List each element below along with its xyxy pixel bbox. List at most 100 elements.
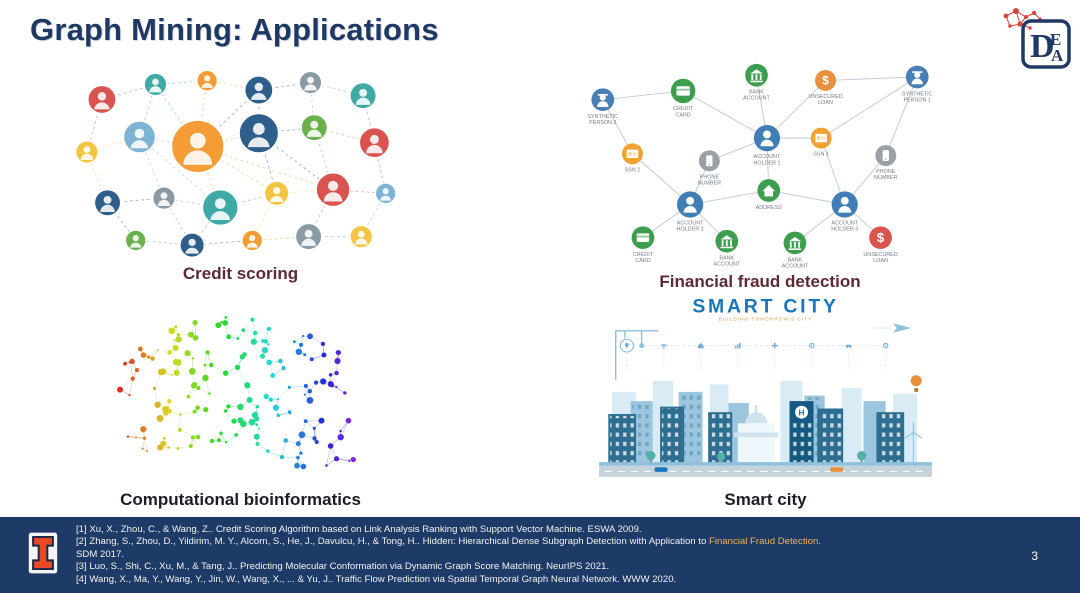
fraud-node-label: HOLDER 1 — [753, 160, 780, 166]
fraud-node-label: PERSON 2 — [589, 120, 616, 126]
logo-letter-d: D — [1030, 28, 1055, 65]
logo-molecule-dots — [1003, 8, 1042, 30]
svg-text:$: $ — [877, 230, 885, 245]
fraud-node-ssn-icon — [810, 127, 832, 149]
page-title: Graph Mining: Applications — [30, 12, 439, 47]
fraud-node-dollar-icon: $ — [815, 69, 836, 91]
fraud-node-spy-icon — [591, 88, 615, 112]
fraud-node-label: SSN 1 — [813, 152, 829, 158]
person-avatar — [244, 75, 274, 105]
block-i-icon — [32, 535, 54, 571]
uiuc-logo — [28, 532, 58, 574]
fraud-node-label: PERSON 1 — [904, 97, 931, 103]
fraud-node-person-icon — [753, 125, 781, 152]
fraud-node-person-icon — [831, 191, 858, 218]
fraud-node-label: UNSECURED — [808, 94, 842, 100]
hospital-letter: H — [799, 407, 805, 417]
fraud-node-label: ACCOUNT — [782, 263, 809, 269]
logo-frame — [1021, 19, 1071, 69]
fraud-node-label: CARD — [635, 258, 650, 264]
reference-text: Financial Fraud Detection. — [708, 536, 821, 548]
fraud-node-label: CREDIT — [673, 106, 694, 112]
smart-city-subtitle: BUILDING TOMORROW'S CITY — [719, 317, 813, 322]
road — [599, 465, 932, 477]
person-avatar — [196, 69, 219, 92]
person-avatar — [241, 229, 264, 252]
plane-icon — [874, 323, 912, 333]
fraud-node-label: SYNTHETIC — [587, 114, 618, 120]
logo-molecule-icon — [1005, 10, 1041, 29]
fraud-node-phone-icon — [698, 150, 720, 172]
smart-city-graphic: SMART CITY BUILDING TOMORROW'S CITY — [599, 295, 932, 477]
person-avatar — [358, 126, 391, 159]
car-orange — [830, 467, 844, 472]
car-icon — [845, 344, 852, 349]
person-avatar — [300, 113, 329, 142]
person-avatar — [179, 232, 206, 259]
smart-city-title: SMART CITY — [692, 295, 838, 317]
fraud-node-label: BANK — [719, 256, 734, 262]
fraud-node-label: UNSECURED — [863, 252, 897, 258]
reference-text: [1] Xu, X., Zhou, C., & Wang, Z.. Credit… — [76, 524, 642, 535]
reference-item: [1] Xu, X., Zhou, C., & Wang, Z.. Credit… — [76, 524, 956, 536]
person-avatar — [315, 172, 351, 208]
crane-icon — [615, 330, 659, 380]
fraud-node-bank-icon — [715, 229, 739, 253]
person-avatar — [238, 112, 280, 154]
person-avatar — [151, 186, 176, 211]
credit-scoring-figure: Credit scoring — [38, 60, 443, 284]
fraud-node-bank-icon — [745, 63, 768, 87]
credit-scoring-caption: Credit scoring — [182, 264, 299, 283]
person-avatar — [263, 180, 290, 207]
logo-letter-a: A — [1051, 46, 1064, 65]
energy-icon — [808, 342, 815, 349]
fraud-node-label: SYNTHETIC — [902, 91, 933, 97]
reference-item: [3] Luo, S., Shi, C., Xu, M., & Tang, J.… — [76, 561, 956, 573]
logo-letter-e: E — [1050, 30, 1061, 49]
fraud-node-label: ACCOUNT — [713, 262, 740, 268]
smart-city-figure: SMART CITY BUILDING TOMORROW'S CITY — [578, 292, 953, 510]
person-avatar — [298, 70, 323, 95]
fraud-node-bank-icon — [783, 231, 807, 255]
reference-text: SDM 2017. — [76, 548, 124, 560]
home-icon — [698, 342, 704, 349]
fraud-node-phone-icon — [875, 145, 897, 167]
wind-turbine-icon — [904, 422, 923, 463]
fraud-node-label: PHONE — [876, 169, 896, 175]
smart-city-caption: Smart city — [724, 490, 807, 509]
references-footer: [1] Xu, X., Zhou, C., & Wang, Z.. Credit… — [0, 517, 1080, 593]
person-avatar — [201, 188, 239, 227]
fraud-node-label: HOLDER 2 — [677, 227, 704, 233]
reference-text: [2] Zhang, S., Zhou, D., Yildirim, M. Y.… — [76, 536, 709, 548]
person-avatar — [143, 72, 168, 97]
wifi-icon — [660, 343, 667, 350]
reference-text: [3] Luo, S., Shi, C., Xu, M., & Tang, J.… — [76, 561, 610, 573]
skyline-front-windows — [610, 408, 903, 463]
bioinformatics-figure: Computational bioinformatics — [58, 294, 423, 510]
fraud-detection-caption: Financial fraud detection — [659, 272, 861, 291]
fraud-node-label: CARD — [675, 112, 690, 118]
fraud-node-card-icon — [631, 226, 655, 250]
person-avatar — [122, 120, 157, 154]
trees — [646, 451, 867, 464]
fraud-node-label: ACCOUNT — [754, 154, 781, 160]
person-avatar — [74, 140, 99, 165]
person-avatar — [374, 182, 397, 205]
ground-line — [599, 462, 932, 466]
fraud-node-spy-icon — [905, 65, 929, 89]
fraud-node-label: NUMBER — [698, 180, 722, 186]
bioinformatics-caption: Computational bioinformatics — [120, 490, 361, 509]
person-avatar — [93, 188, 122, 217]
capitol-building — [734, 404, 779, 464]
person-avatar — [124, 229, 147, 252]
fraud-node-label: BANK — [788, 257, 803, 263]
fraud-node-label: ACCOUNT — [677, 221, 704, 227]
iot-icon-row — [619, 338, 889, 370]
fraud-node-label: NUMBER — [874, 175, 898, 181]
fraud-node-label: PHONE — [700, 174, 720, 180]
health-icon — [771, 342, 778, 349]
svg-text:$: $ — [822, 73, 829, 87]
gear-icon — [882, 342, 889, 349]
